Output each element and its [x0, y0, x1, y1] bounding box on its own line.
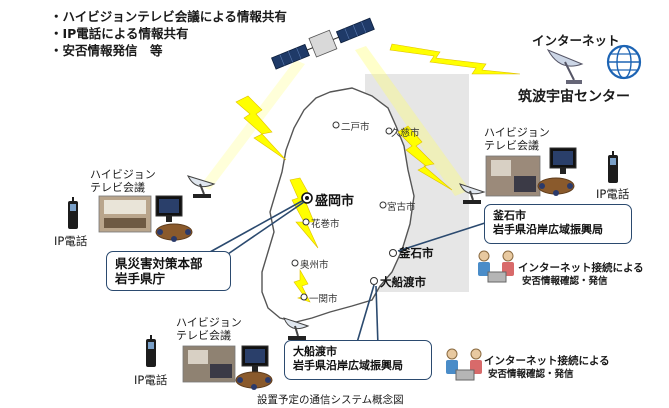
marker-kuji — [385, 127, 393, 135]
conference-photo-kamaishi — [485, 155, 541, 197]
space-center-label: 筑波宇宙センター — [518, 89, 630, 105]
kamaishi-callout-line: 岩手県沿岸広域振興局 — [493, 223, 603, 236]
city-kuji: 久慈市 — [391, 128, 420, 139]
beam-coast — [355, 46, 470, 196]
hivision-line: テレビ会議 — [176, 329, 231, 342]
marker-morioka — [301, 192, 313, 204]
iwate-map — [261, 87, 415, 323]
hivision-label-hq: ハイビジョン テレビ会議 — [90, 168, 156, 194]
people-computer-ofunato-icon — [446, 348, 482, 381]
city-kamaishi: 釜石市 — [399, 246, 434, 260]
ground-station-dish-icon — [546, 48, 584, 84]
leader-hq-2 — [227, 201, 305, 255]
city-hanamaki: 花巻市 — [311, 219, 340, 230]
satellite-icon — [271, 17, 375, 70]
internet-label: インターネット — [532, 33, 620, 48]
internet-globe-icon — [606, 44, 642, 80]
marker-miyako — [379, 201, 387, 209]
leader-hq — [209, 200, 303, 253]
people-computer-kamaishi-icon — [478, 250, 514, 283]
city-ichinoseki: 一関市 — [309, 294, 338, 305]
conference-table-hq-icon — [155, 223, 193, 242]
ofunato-callout: 大船渡市 岩手県沿岸広域振興局 — [284, 340, 432, 380]
ip-phone-label-ofunato: IP電話 — [134, 373, 168, 387]
marker-kamaishi — [389, 249, 397, 257]
lightning-bolt-internet — [389, 43, 521, 75]
ip-phone-ofunato-icon — [146, 335, 156, 367]
marker-ninohe — [332, 121, 340, 129]
lightning-bolt-bottom — [293, 268, 311, 303]
service-item: ・ハイビジョンテレビ会議による情報共有 — [50, 9, 287, 24]
hivision-line: ハイビジョン — [484, 126, 550, 139]
site-dish-hq-icon — [187, 175, 216, 198]
conference-photo-hq — [98, 195, 152, 233]
tv-monitor-ofunato-icon — [241, 345, 269, 372]
hivision-line: ハイビジョン — [90, 168, 156, 181]
hq-callout-line: 県災害対策本部 — [115, 256, 203, 271]
leader-ofunato — [355, 284, 375, 347]
tv-monitor-kamaishi-icon — [549, 147, 577, 174]
marker-hanamaki — [302, 218, 310, 226]
ofunato-callout-line: 岩手県沿岸広域振興局 — [293, 359, 403, 372]
internet-access-ofunato: インターネット接続による 安否情報確認・発信 — [484, 355, 610, 381]
ofunato-callout-line: 大船渡市 — [293, 345, 337, 358]
internet-access-line: 安否情報確認・発信 — [522, 276, 608, 287]
kamaishi-callout-line: 釜石市 — [493, 209, 526, 222]
service-item: ・安否情報発信 等 — [50, 43, 163, 58]
hivision-line: テレビ会議 — [484, 139, 539, 152]
service-list: ・ハイビジョンテレビ会議による情報共有 ・IP電話による情報共有 ・安否情報発信… — [50, 8, 287, 59]
city-morioka: 盛岡市 — [315, 194, 355, 209]
marker-ofunato — [370, 277, 378, 285]
service-item: ・IP電話による情報共有 — [50, 26, 189, 41]
marker-oshu — [291, 259, 299, 267]
hq-callout: 県災害対策本部 岩手県庁 — [106, 251, 231, 291]
hivision-line: ハイビジョン — [176, 316, 242, 329]
hq-callout-line: 岩手県庁 — [115, 271, 166, 286]
ip-phone-hq-icon — [68, 197, 78, 229]
site-dish-kamaishi-icon — [459, 183, 486, 204]
hivision-label-ofunato: ハイビジョン テレビ会議 — [176, 316, 242, 342]
conference-table-ofunato-icon — [235, 371, 273, 390]
ip-phone-label-hq: IP電話 — [54, 234, 88, 248]
ip-phone-kamaishi-icon — [608, 151, 618, 183]
hivision-line: テレビ会議 — [90, 181, 145, 194]
internet-access-line: インターネット接続による — [518, 262, 644, 274]
ip-phone-label-kamaishi: IP電話 — [596, 187, 630, 201]
conference-table-kamaishi-icon — [537, 177, 575, 196]
site-dish-ofunato-icon — [283, 317, 310, 340]
lightning-bolt-right — [397, 125, 453, 191]
internet-access-line: インターネット接続による — [484, 355, 610, 367]
internet-access-line: 安否情報確認・発信 — [488, 369, 574, 380]
leader-kamaishi — [397, 221, 489, 252]
leader-ofunato-2 — [375, 285, 379, 347]
hivision-label-kamaishi: ハイビジョン テレビ会議 — [484, 126, 550, 152]
lightning-bolt-left — [235, 95, 287, 161]
marker-ichinoseki — [300, 293, 308, 301]
tv-monitor-hq-icon — [155, 195, 183, 222]
city-oshu: 奥州市 — [300, 260, 329, 271]
city-ninohe: 二戸市 — [341, 122, 370, 133]
conference-photo-ofunato — [182, 345, 236, 383]
city-miyako: 宮古市 — [387, 202, 416, 213]
kamaishi-callout: 釜石市 岩手県沿岸広域振興局 — [484, 204, 632, 244]
city-ofunato: 大船渡市 — [380, 275, 426, 289]
diagram-caption: 設置予定の通信システム概念図 — [257, 394, 404, 406]
internet-access-kamaishi: インターネット接続による 安否情報確認・発信 — [518, 262, 644, 288]
